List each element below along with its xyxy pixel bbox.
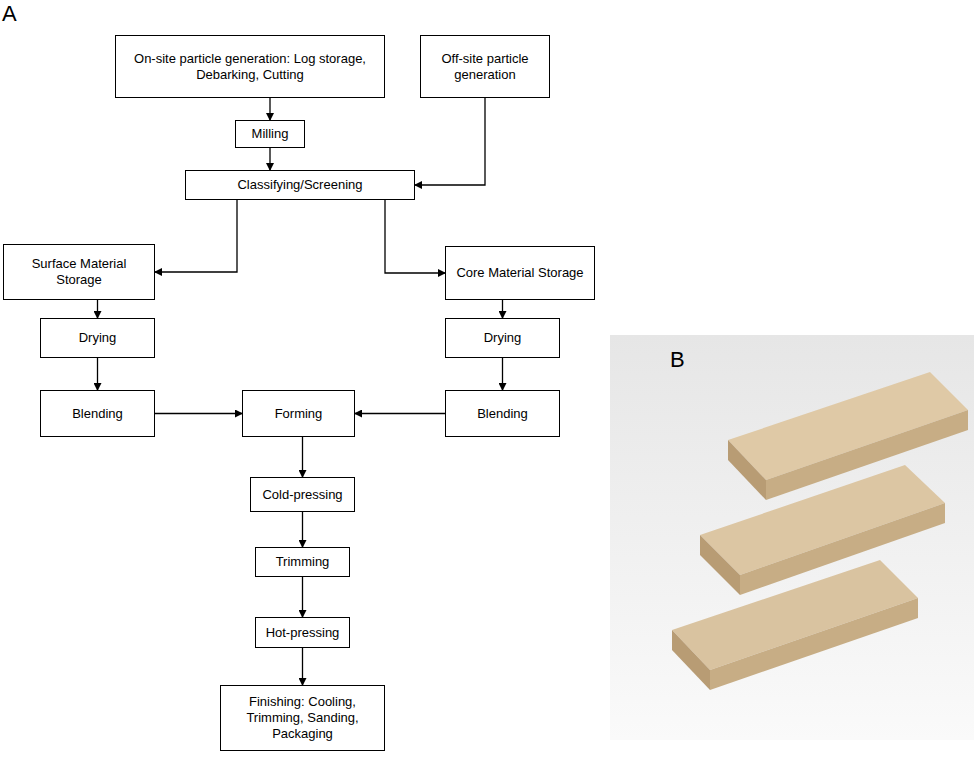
flow-arrow	[302, 648, 303, 685]
box-label: Classifying/Screening	[233, 177, 366, 193]
flow-arrow	[302, 512, 303, 547]
process-box: Hot-pressing	[255, 617, 350, 648]
box-label: Drying	[75, 330, 121, 346]
process-box: Core Material Storage	[445, 246, 595, 300]
flow-arrow	[269, 148, 270, 170]
process-box: Classifying/Screening	[185, 170, 415, 200]
box-label: Off-site particle generation	[421, 51, 549, 83]
flow-arrow	[502, 300, 503, 318]
box-label: Cold-pressing	[258, 487, 346, 503]
process-box: Off-site particle generation	[420, 35, 550, 98]
box-label: Forming	[271, 406, 327, 422]
process-box: Trimming	[255, 547, 350, 577]
flow-arrow	[97, 300, 98, 318]
flow-arrow	[502, 358, 503, 390]
panel-letter: B	[670, 348, 685, 372]
process-box: Finishing: Cooling, Trimming, Sanding, P…	[220, 685, 385, 751]
box-label: On-site particle generation: Log storage…	[116, 51, 384, 83]
box-label: Finishing: Cooling, Trimming, Sanding, P…	[221, 694, 384, 742]
box-label: Hot-pressing	[262, 625, 344, 641]
box-label: Milling	[248, 126, 293, 142]
flow-arrow	[269, 98, 270, 120]
box-label: Blending	[68, 406, 127, 422]
board-bottom	[672, 560, 918, 690]
flow-arrow	[155, 413, 242, 414]
board-middle	[700, 465, 945, 595]
board-top	[728, 372, 968, 500]
process-box: Drying	[40, 318, 155, 358]
box-label: Core Material Storage	[452, 265, 587, 281]
flow-arrow	[155, 200, 237, 272]
box-label: Blending	[473, 406, 532, 422]
photo-background	[610, 335, 974, 740]
flow-arrow	[355, 413, 445, 414]
process-box: Drying	[445, 318, 560, 358]
process-box: On-site particle generation: Log storage…	[115, 35, 385, 98]
panel-letter: A	[2, 2, 17, 26]
process-box: Forming	[242, 390, 355, 437]
flow-arrow	[302, 577, 303, 617]
process-box: Cold-pressing	[250, 477, 355, 512]
flow-arrow	[97, 358, 98, 390]
process-box: Milling	[235, 120, 305, 148]
flow-arrow	[385, 200, 445, 273]
flow-arrow	[302, 437, 303, 477]
process-box: Blending	[445, 390, 560, 437]
box-label: Surface Material Storage	[4, 256, 154, 288]
flow-arrow	[415, 98, 485, 185]
box-label: Drying	[480, 330, 526, 346]
process-box: Surface Material Storage	[3, 244, 155, 300]
box-label: Trimming	[272, 554, 334, 570]
process-box: Blending	[40, 390, 155, 437]
